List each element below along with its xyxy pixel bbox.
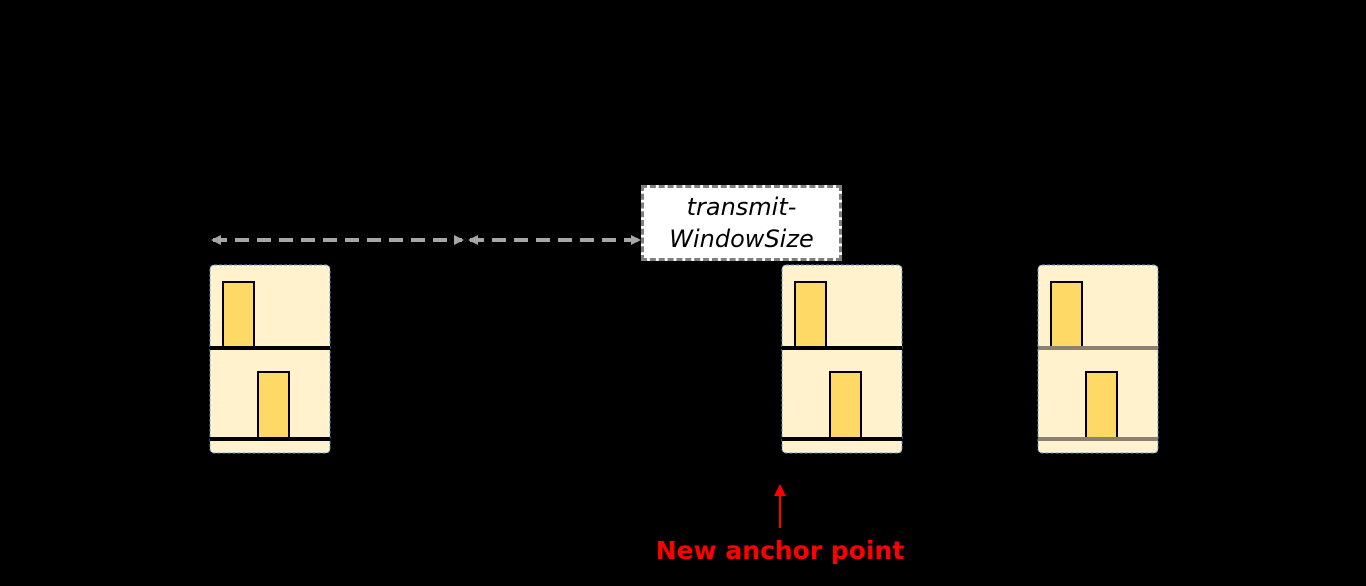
window-size-label-line2: WindowSize: [669, 225, 814, 253]
slot-bottom: [829, 371, 862, 439]
slot-bottom: [1085, 371, 1118, 439]
window-size-label: transmit- WindowSize: [641, 185, 842, 261]
anchor-point-label: New anchor point: [655, 536, 905, 565]
slot-top: [794, 281, 827, 349]
slot-top: [1050, 281, 1083, 349]
slot-top: [222, 281, 255, 349]
frame-card-right: [1037, 264, 1159, 454]
frame-card-left: [209, 264, 331, 454]
window-size-label-line1: transmit-: [686, 193, 797, 221]
slot-bottom: [257, 371, 290, 439]
frame-card-middle: [781, 264, 903, 454]
